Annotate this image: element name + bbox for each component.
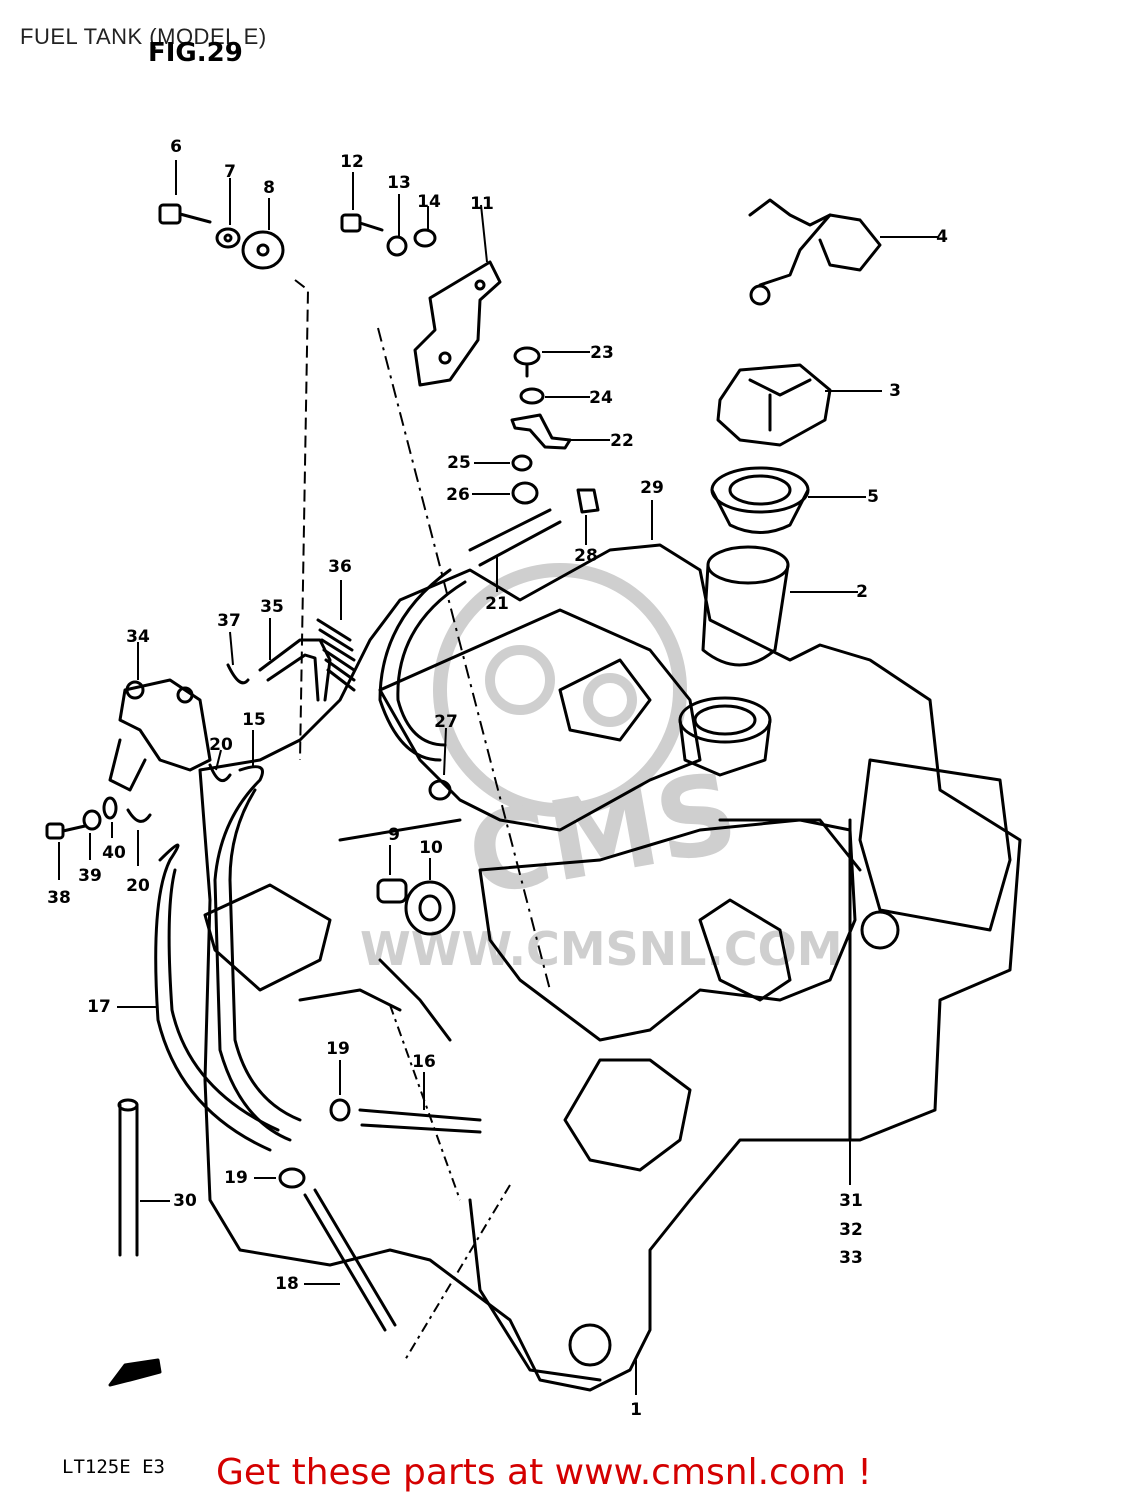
part-number-label: 34 <box>126 627 150 647</box>
washer-14 <box>413 228 437 248</box>
nut-25 <box>511 454 533 472</box>
washer-39 <box>82 809 102 831</box>
clip-27 <box>428 779 452 801</box>
part-number-label: 7 <box>224 162 236 182</box>
part-number-label: 20 <box>209 735 233 755</box>
part-number-label: 29 <box>640 478 664 498</box>
tank-filler-neck <box>678 696 772 777</box>
leader-lines <box>58 160 938 1395</box>
washer-40 <box>102 796 118 820</box>
part-number-label: 19 <box>224 1168 248 1188</box>
front-arrow-icon <box>108 1358 162 1387</box>
page-title: FUEL TANK (MODEL E) <box>20 24 267 49</box>
part-number-label: 17 <box>87 997 111 1017</box>
cap-retainer-wire <box>748 198 882 306</box>
grommet-26 <box>511 481 539 505</box>
part-number-label: 32 <box>839 1220 863 1240</box>
part-number-label: 27 <box>434 712 458 732</box>
clip-20 <box>126 763 232 823</box>
promo-link[interactable]: Get these parts at www.cmsnl.com ! <box>216 1452 872 1493</box>
part-number-label: 12 <box>340 152 364 172</box>
breather-hose-21 <box>378 508 562 762</box>
clamp-22 <box>510 413 572 450</box>
part-number-label: 3 <box>889 381 901 401</box>
part-number-label: 30 <box>173 1191 197 1211</box>
cap-gasket <box>710 466 810 534</box>
part-number-label: 19 <box>326 1039 350 1059</box>
fuel-hose-15 <box>213 765 302 1142</box>
svg-text:WWW.CMSNL.COM: WWW.CMSNL.COM <box>360 922 843 976</box>
washer-8 <box>241 230 285 270</box>
part-number-label: 9 <box>388 825 400 845</box>
part-number-label: 38 <box>47 888 71 908</box>
part-number-label: 1 <box>630 1400 642 1420</box>
part-number-label: 39 <box>78 866 102 886</box>
bolt-12 <box>340 213 384 233</box>
part-number-label: 21 <box>485 594 509 614</box>
fuel-valve-34 <box>108 678 212 792</box>
bracket-side <box>203 883 332 992</box>
mounting-bracket-11 <box>413 260 502 387</box>
part-number-label: 28 <box>574 546 598 566</box>
clip-37 <box>226 663 250 685</box>
drain-tube-18 <box>303 1188 397 1332</box>
part-callouts: 1234567891011121314151617181919202021222… <box>47 137 948 1420</box>
part-number-label: 20 <box>126 876 150 896</box>
model-code: LT125E E3 <box>62 1456 165 1478</box>
part-number-label: 13 <box>387 173 411 193</box>
clip-19 <box>278 1098 351 1189</box>
washer-13 <box>386 235 408 257</box>
part-number-label: 5 <box>867 487 879 507</box>
part-number-label: 26 <box>446 485 470 505</box>
clip-28 <box>576 488 600 514</box>
figure-number: FIG.29 <box>148 38 243 68</box>
part-number-label: 6 <box>170 137 182 157</box>
part-number-label: 40 <box>102 843 126 863</box>
part-number-label: 14 <box>417 192 441 212</box>
part-number-label: 15 <box>242 710 266 730</box>
hose-16 <box>358 1108 482 1134</box>
bolt-6 <box>158 203 212 225</box>
hose-9 <box>376 878 408 904</box>
part-number-label: 22 <box>610 431 634 451</box>
part-number-label: 35 <box>260 597 284 617</box>
spring-36 <box>316 618 356 692</box>
part-number-label: 2 <box>856 582 868 602</box>
part-number-label: 33 <box>839 1248 863 1268</box>
part-number-label: 23 <box>590 343 614 363</box>
washer-24 <box>519 387 545 405</box>
part-number-label: 37 <box>217 611 241 631</box>
washer-7 <box>215 227 241 249</box>
part-number-label: 24 <box>589 388 613 408</box>
screw-23 <box>513 346 541 378</box>
part-number-label: 31 <box>839 1191 863 1211</box>
part-number-label: 16 <box>412 1052 436 1072</box>
fuel-cap <box>716 363 832 447</box>
part-number-label: 11 <box>470 194 494 214</box>
filler-pipe <box>701 545 790 667</box>
bolt-38 <box>45 822 87 840</box>
svg-text:CMS: CMS <box>459 748 747 921</box>
part-number-label: 36 <box>328 557 352 577</box>
part-number-label: 4 <box>936 227 948 247</box>
part-number-label: 25 <box>447 453 471 473</box>
part-number-label: 18 <box>275 1274 299 1294</box>
fuel-hose-17 <box>154 843 280 1152</box>
hose-35 <box>258 638 332 702</box>
part-number-label: 8 <box>263 178 275 198</box>
part-number-label: 10 <box>419 838 443 858</box>
fuel-tank <box>198 543 1022 1392</box>
grommet-10 <box>404 880 456 936</box>
tube-30 <box>117 1098 139 1257</box>
